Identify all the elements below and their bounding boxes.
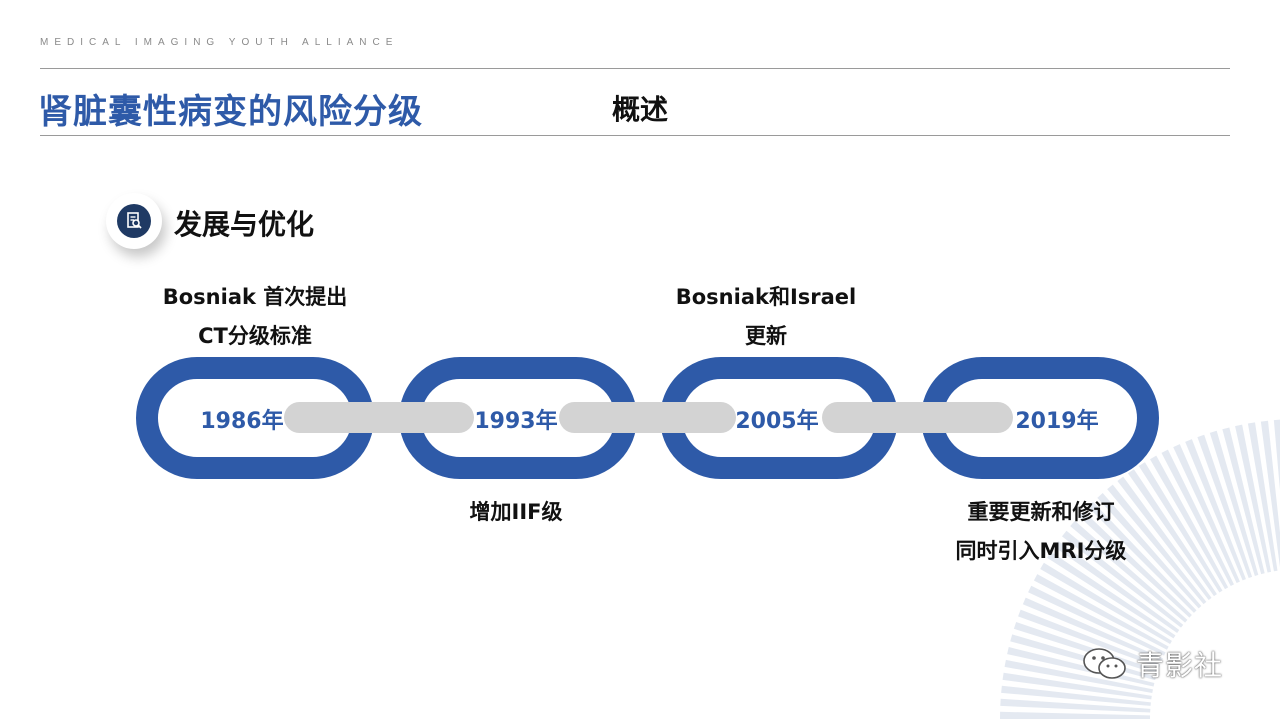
wechat-icon (1083, 648, 1126, 679)
sunburst-wedge (1247, 422, 1278, 572)
chain-link-3 (822, 402, 1013, 433)
sunburst-wedge (1107, 484, 1207, 605)
note-line: 重要更新和修订 (967, 500, 1115, 524)
sunburst-wedge (1260, 420, 1280, 568)
chain-link-1 (284, 402, 474, 433)
sunburst-wedge (1078, 511, 1192, 618)
chain-link-2 (559, 402, 736, 433)
sunburst-wedge (1087, 501, 1197, 613)
timeline-note-1993: 增加IIF级 (366, 493, 666, 532)
note-line: CT分级标准 (198, 324, 312, 348)
note-line: 更新 (745, 324, 787, 348)
sunburst-wedge (1054, 541, 1180, 633)
section-icon-badge (106, 193, 162, 249)
sunburst-wedge (1040, 562, 1172, 644)
section-title: 发展与优化 (174, 208, 315, 241)
sunburst-wedge (1070, 520, 1188, 623)
timeline-note-1986: Bosniak 首次提出 CT分级标准 (105, 278, 405, 356)
timeline-note-2005: Bosniak和Israel 更新 (616, 278, 916, 356)
year-label-1986: 1986年 (200, 409, 284, 434)
sunburst-wedge (1004, 659, 1153, 693)
note-line: 同时引入MRI分级 (955, 539, 1127, 563)
timeline-note-2019: 重要更新和修订 同时引入MRI分级 (891, 493, 1191, 571)
note-line: Bosniak和Israel (675, 285, 857, 309)
sunburst-wedge (1209, 430, 1259, 576)
header-top-rule (40, 68, 1230, 69)
sunburst-wedge (1061, 530, 1184, 628)
sunburst-wedge (1222, 427, 1265, 575)
watermark-text: 青影社 (1136, 649, 1224, 682)
watermark: 青影社 (1082, 644, 1223, 684)
sunburst-wedge (1028, 585, 1166, 656)
note-line: Bosniak 首次提出 (162, 285, 348, 309)
sunburst-wedge (1002, 672, 1152, 700)
sunburst-wedge (1173, 444, 1240, 584)
year-label-2005: 2005年 (735, 409, 819, 434)
document-search-icon (117, 204, 151, 238)
sunburst-wedge (1000, 711, 1151, 719)
year-label-2019: 2019年 (1015, 409, 1099, 434)
sunburst-wedge (1138, 462, 1223, 593)
header-tagline: MEDICAL IMAGING YOUTH ALLIANCE (40, 37, 399, 48)
sunburst-wedge (1001, 685, 1151, 706)
header-bottom-rule (40, 135, 1230, 136)
sunburst-wedge (1097, 493, 1202, 609)
sunburst-wedge (1022, 597, 1163, 662)
page-subtitle: 概述 (612, 93, 669, 126)
sunburst-wedge (1150, 455, 1229, 590)
sunburst-wedge (1117, 476, 1212, 600)
sunburst-wedge (1033, 574, 1169, 650)
sunburst-wedge (1197, 434, 1253, 579)
sunburst-wedge (1000, 698, 1151, 713)
year-label-1993: 1993年 (474, 409, 558, 434)
sunburst-wedge (1018, 609, 1161, 668)
sunburst-wedge (1046, 551, 1176, 639)
sunburst-wedge (1161, 449, 1234, 586)
sunburst-wedge (1185, 439, 1246, 581)
note-line: 增加IIF级 (469, 500, 563, 524)
page-title: 肾脏囊性病变的风险分级 (38, 92, 423, 132)
sunburst-wedge (1127, 469, 1217, 597)
sunburst-wedge (1273, 419, 1280, 491)
sunburst-wedge (1235, 424, 1272, 573)
